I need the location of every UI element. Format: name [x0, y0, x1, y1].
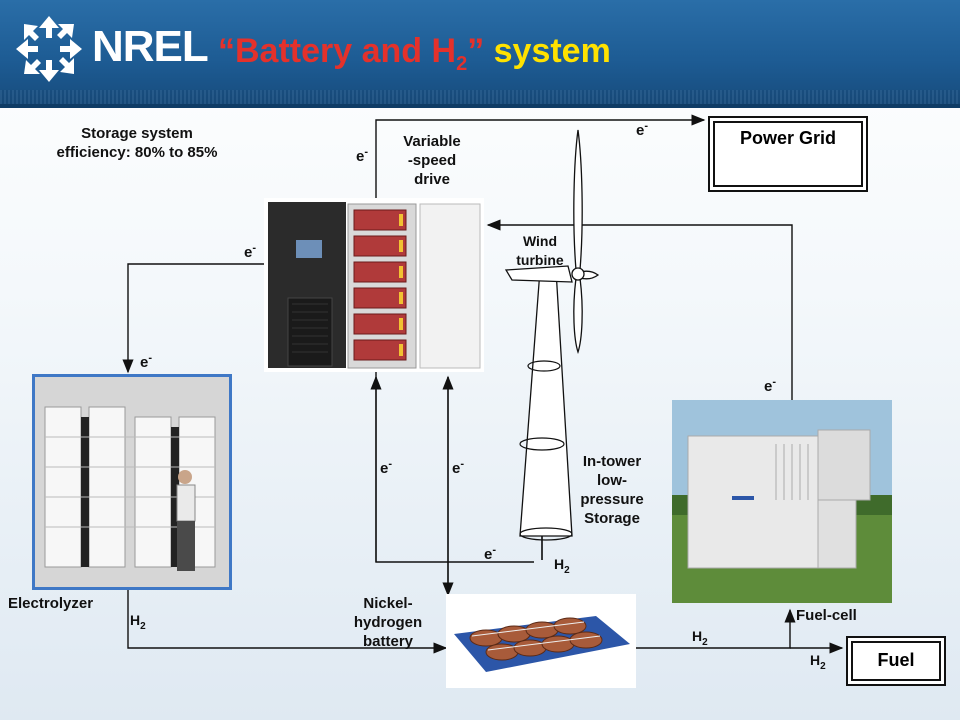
hydrogen-base: H	[692, 628, 703, 644]
vsd-line-2: -speed	[407, 152, 457, 169]
hydrogen-label: H2	[692, 628, 708, 648]
hydrogen-label: H2	[810, 652, 826, 672]
efficiency-line-2: efficiency: 80% to 85%	[56, 144, 218, 161]
fuel-label: Fuel	[877, 650, 915, 670]
wind-turbine-label: Wind turbine	[504, 232, 576, 270]
electron-base: e	[244, 244, 253, 261]
storage-line-3: pressure	[580, 491, 644, 508]
battery-image	[446, 594, 636, 688]
electron-sup: -	[388, 458, 393, 470]
title-part-2: ”	[467, 32, 485, 70]
electron-base: e	[356, 148, 365, 165]
electrolyzer-icon	[35, 377, 229, 587]
electron-label: e-	[244, 242, 256, 261]
battery-icon	[446, 594, 636, 688]
electron-sup: -	[364, 146, 369, 158]
storage-line-4: Storage	[584, 510, 640, 527]
electron-sup: -	[460, 458, 465, 470]
hydrogen-base: H	[810, 652, 821, 668]
line-vsd-to-grid	[375, 114, 706, 198]
header-bar: NREL “Battery and H2” system	[0, 0, 960, 108]
electron-label: e-	[356, 146, 368, 165]
vsd-line-3: drive	[414, 171, 450, 188]
line-fuelcell-to-vsd	[486, 219, 793, 400]
hydrogen-sub: 2	[820, 660, 826, 672]
nrel-logo-text: NREL	[92, 22, 209, 71]
electrolyzer-image	[32, 374, 232, 590]
title-part-1: “Battery and H	[218, 32, 457, 70]
electron-base: e	[452, 460, 461, 477]
fuel-cell-image	[672, 400, 892, 603]
electron-base: e	[484, 546, 493, 563]
variable-speed-drive-image	[264, 198, 484, 372]
storage-label: In-tower low- pressure Storage	[566, 452, 658, 528]
electron-sup: -	[148, 352, 153, 364]
electron-sup: -	[772, 376, 777, 388]
electron-label: e-	[140, 352, 152, 371]
line-electrolyzer-h2	[127, 584, 448, 654]
electron-label: e-	[452, 458, 464, 477]
electron-label: e-	[484, 544, 496, 563]
electron-sup: -	[252, 242, 257, 254]
electron-base: e	[140, 354, 149, 371]
hydrogen-sub: 2	[564, 564, 570, 576]
wind-turbine-icon	[504, 129, 600, 541]
wind-line-1: Wind	[522, 233, 558, 249]
battery-line-3: battery	[362, 633, 414, 650]
fuel-cell-icon	[672, 400, 892, 603]
wind-line-2: turbine	[516, 252, 564, 268]
electron-base: e	[764, 378, 773, 395]
efficiency-line-1: Storage system	[81, 125, 193, 142]
electron-label: e-	[636, 120, 648, 139]
slide-title: “Battery and H2” system	[218, 32, 611, 76]
power-grid-label: Power Grid	[739, 128, 837, 148]
hydrogen-base: H	[554, 556, 565, 572]
battery-label: Nickel- hydrogen battery	[330, 594, 446, 651]
line-battery-to-fuel	[636, 608, 796, 649]
hydrogen-label: H2	[554, 556, 570, 576]
hydrogen-sub: 2	[140, 620, 146, 632]
hydrogen-sub: 2	[702, 636, 708, 648]
drive-cabinet-icon	[264, 198, 484, 372]
power-grid-box: Power Grid	[708, 116, 868, 192]
nrel-logo-icon	[16, 16, 82, 82]
title-part-3: system	[484, 32, 611, 70]
fuel-cell-label: Fuel-cell	[796, 607, 857, 624]
vsd-label: Variable -speed drive	[390, 132, 474, 189]
vsd-line-1: Variable	[403, 133, 461, 150]
battery-line-2: hydrogen	[353, 614, 423, 631]
electron-label: e-	[764, 376, 776, 395]
electron-base: e	[380, 460, 389, 477]
electrolyzer-label: Electrolyzer	[8, 595, 94, 612]
title-subscript: 2	[456, 52, 468, 75]
electron-base: e	[636, 122, 645, 139]
electron-sup: -	[644, 120, 649, 132]
battery-line-1: Nickel-	[363, 595, 413, 612]
fuel-box: Fuel	[846, 636, 946, 686]
storage-line-2: low-	[597, 472, 627, 489]
hydrogen-label: H2	[130, 612, 146, 632]
line-vsd-to-electrolyzer	[122, 263, 264, 374]
electron-label: e-	[380, 458, 392, 477]
electron-sup: -	[492, 544, 497, 556]
efficiency-label: Storage system efficiency: 80% to 85%	[32, 124, 242, 162]
hydrogen-base: H	[130, 612, 141, 628]
storage-line-1: In-tower	[582, 453, 642, 470]
